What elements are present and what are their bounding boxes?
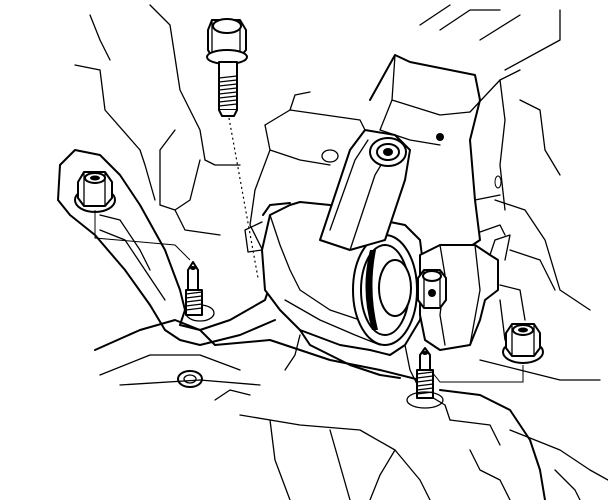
left-bracket-plate bbox=[57, 149, 276, 346]
right-flange-nut bbox=[502, 323, 544, 364]
right-leader-lines bbox=[431, 365, 524, 383]
through-bolt bbox=[417, 269, 447, 309]
left-stud bbox=[185, 261, 203, 316]
left-flange-nut bbox=[74, 171, 116, 213]
left-leader-lines bbox=[94, 210, 191, 261]
engine-mount-insulator bbox=[244, 54, 521, 421]
bracket-bolt bbox=[206, 18, 248, 117]
right-stud bbox=[406, 347, 444, 409]
